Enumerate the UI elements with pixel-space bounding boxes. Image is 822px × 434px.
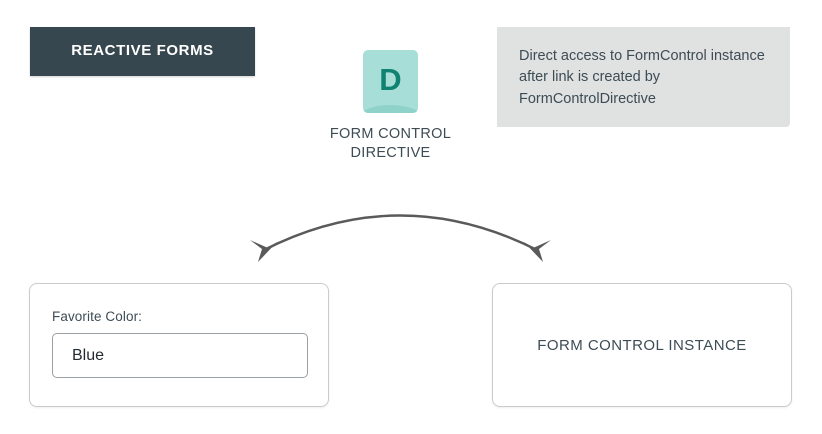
reactive-forms-title-text: REACTIVE FORMS [71,42,214,60]
directive-icon-letter: D [379,62,402,97]
arrowhead-right-icon [524,240,551,262]
form-control-instance-card: FORM CONTROL INSTANCE [492,283,792,407]
directive-icon-wave-shape [363,105,418,113]
favorite-color-label: Favorite Color: [52,309,143,324]
form-control-instance-title: FORM CONTROL INSTANCE [537,336,747,354]
arrowhead-left-icon [250,240,277,262]
double-headed-curved-arrow [250,214,551,262]
favorite-color-input[interactable]: Blue [52,333,308,378]
reactive-forms-title-banner: REACTIVE FORMS [30,27,255,76]
form-control-directive-node: D FORM CONTROL DIRECTIVE [313,50,468,162]
annotation-callout-text: Direct access to FormControl instance af… [519,48,765,107]
form-control-directive-label: FORM CONTROL DIRECTIVE [329,126,452,161]
favorite-color-input-value: Blue [72,346,105,364]
annotation-callout-box: Direct access to FormControl instance af… [497,27,790,127]
directive-icon: D [363,50,418,113]
form-card: Favorite Color: Blue [29,283,329,407]
